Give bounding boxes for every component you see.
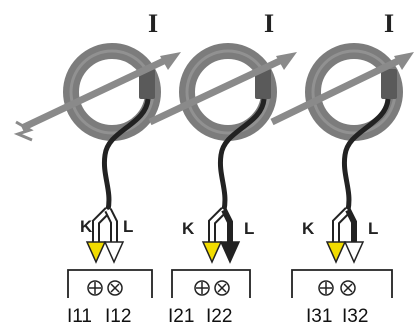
l-wire-3 — [343, 208, 365, 264]
current-label-3: I — [384, 9, 394, 38]
sensor-1: I K L — [13, 9, 181, 327]
terminal-label-2b: I22 — [206, 306, 232, 327]
terminal-block-1 — [67, 269, 153, 298]
l-wire-2 — [219, 208, 241, 264]
terminal-block-2 — [171, 269, 251, 298]
current-direction-arrow-icon — [148, 52, 297, 126]
sensor-cable-2 — [217, 98, 267, 211]
current-direction-arrow-icon — [270, 52, 414, 126]
current-direction-arrow-icon — [13, 52, 181, 142]
k-label-2: K — [182, 219, 195, 238]
terminal-label-3b: I32 — [342, 306, 368, 327]
current-label-2: I — [264, 9, 274, 38]
sensor-2: I K L I21 I2 — [148, 9, 297, 327]
terminal-label-1b: I12 — [105, 306, 131, 327]
sensor-cable-1 — [101, 98, 151, 211]
k-wire-2 — [201, 207, 227, 264]
terminal-screw-icon — [318, 280, 356, 296]
flexible-current-probe-icon — [179, 43, 277, 141]
l-label-2: L — [244, 219, 254, 238]
terminal-label-2a: I21 — [168, 306, 194, 327]
current-label-1: I — [148, 9, 158, 38]
terminal-label-3a: I31 — [306, 306, 332, 327]
k-label-3: K — [302, 219, 315, 238]
flexible-current-probe-icon — [63, 43, 161, 141]
k-wire-3 — [325, 207, 351, 264]
flexible-current-probe-icon — [305, 43, 403, 141]
terminal-screw-icon — [194, 280, 230, 296]
sensor-3: I K L I31 I3 — [270, 9, 414, 327]
l-label-3: L — [368, 219, 378, 238]
terminal-label-1a: I11 — [67, 306, 92, 327]
k-wire-1 — [85, 207, 111, 264]
terminal-block-3 — [291, 269, 393, 298]
sensor-cable-3 — [341, 98, 391, 211]
l-label-1: L — [123, 217, 133, 236]
k-label-1: K — [80, 217, 93, 236]
terminal-screw-icon — [87, 280, 123, 296]
l-wire-1 — [103, 208, 125, 264]
